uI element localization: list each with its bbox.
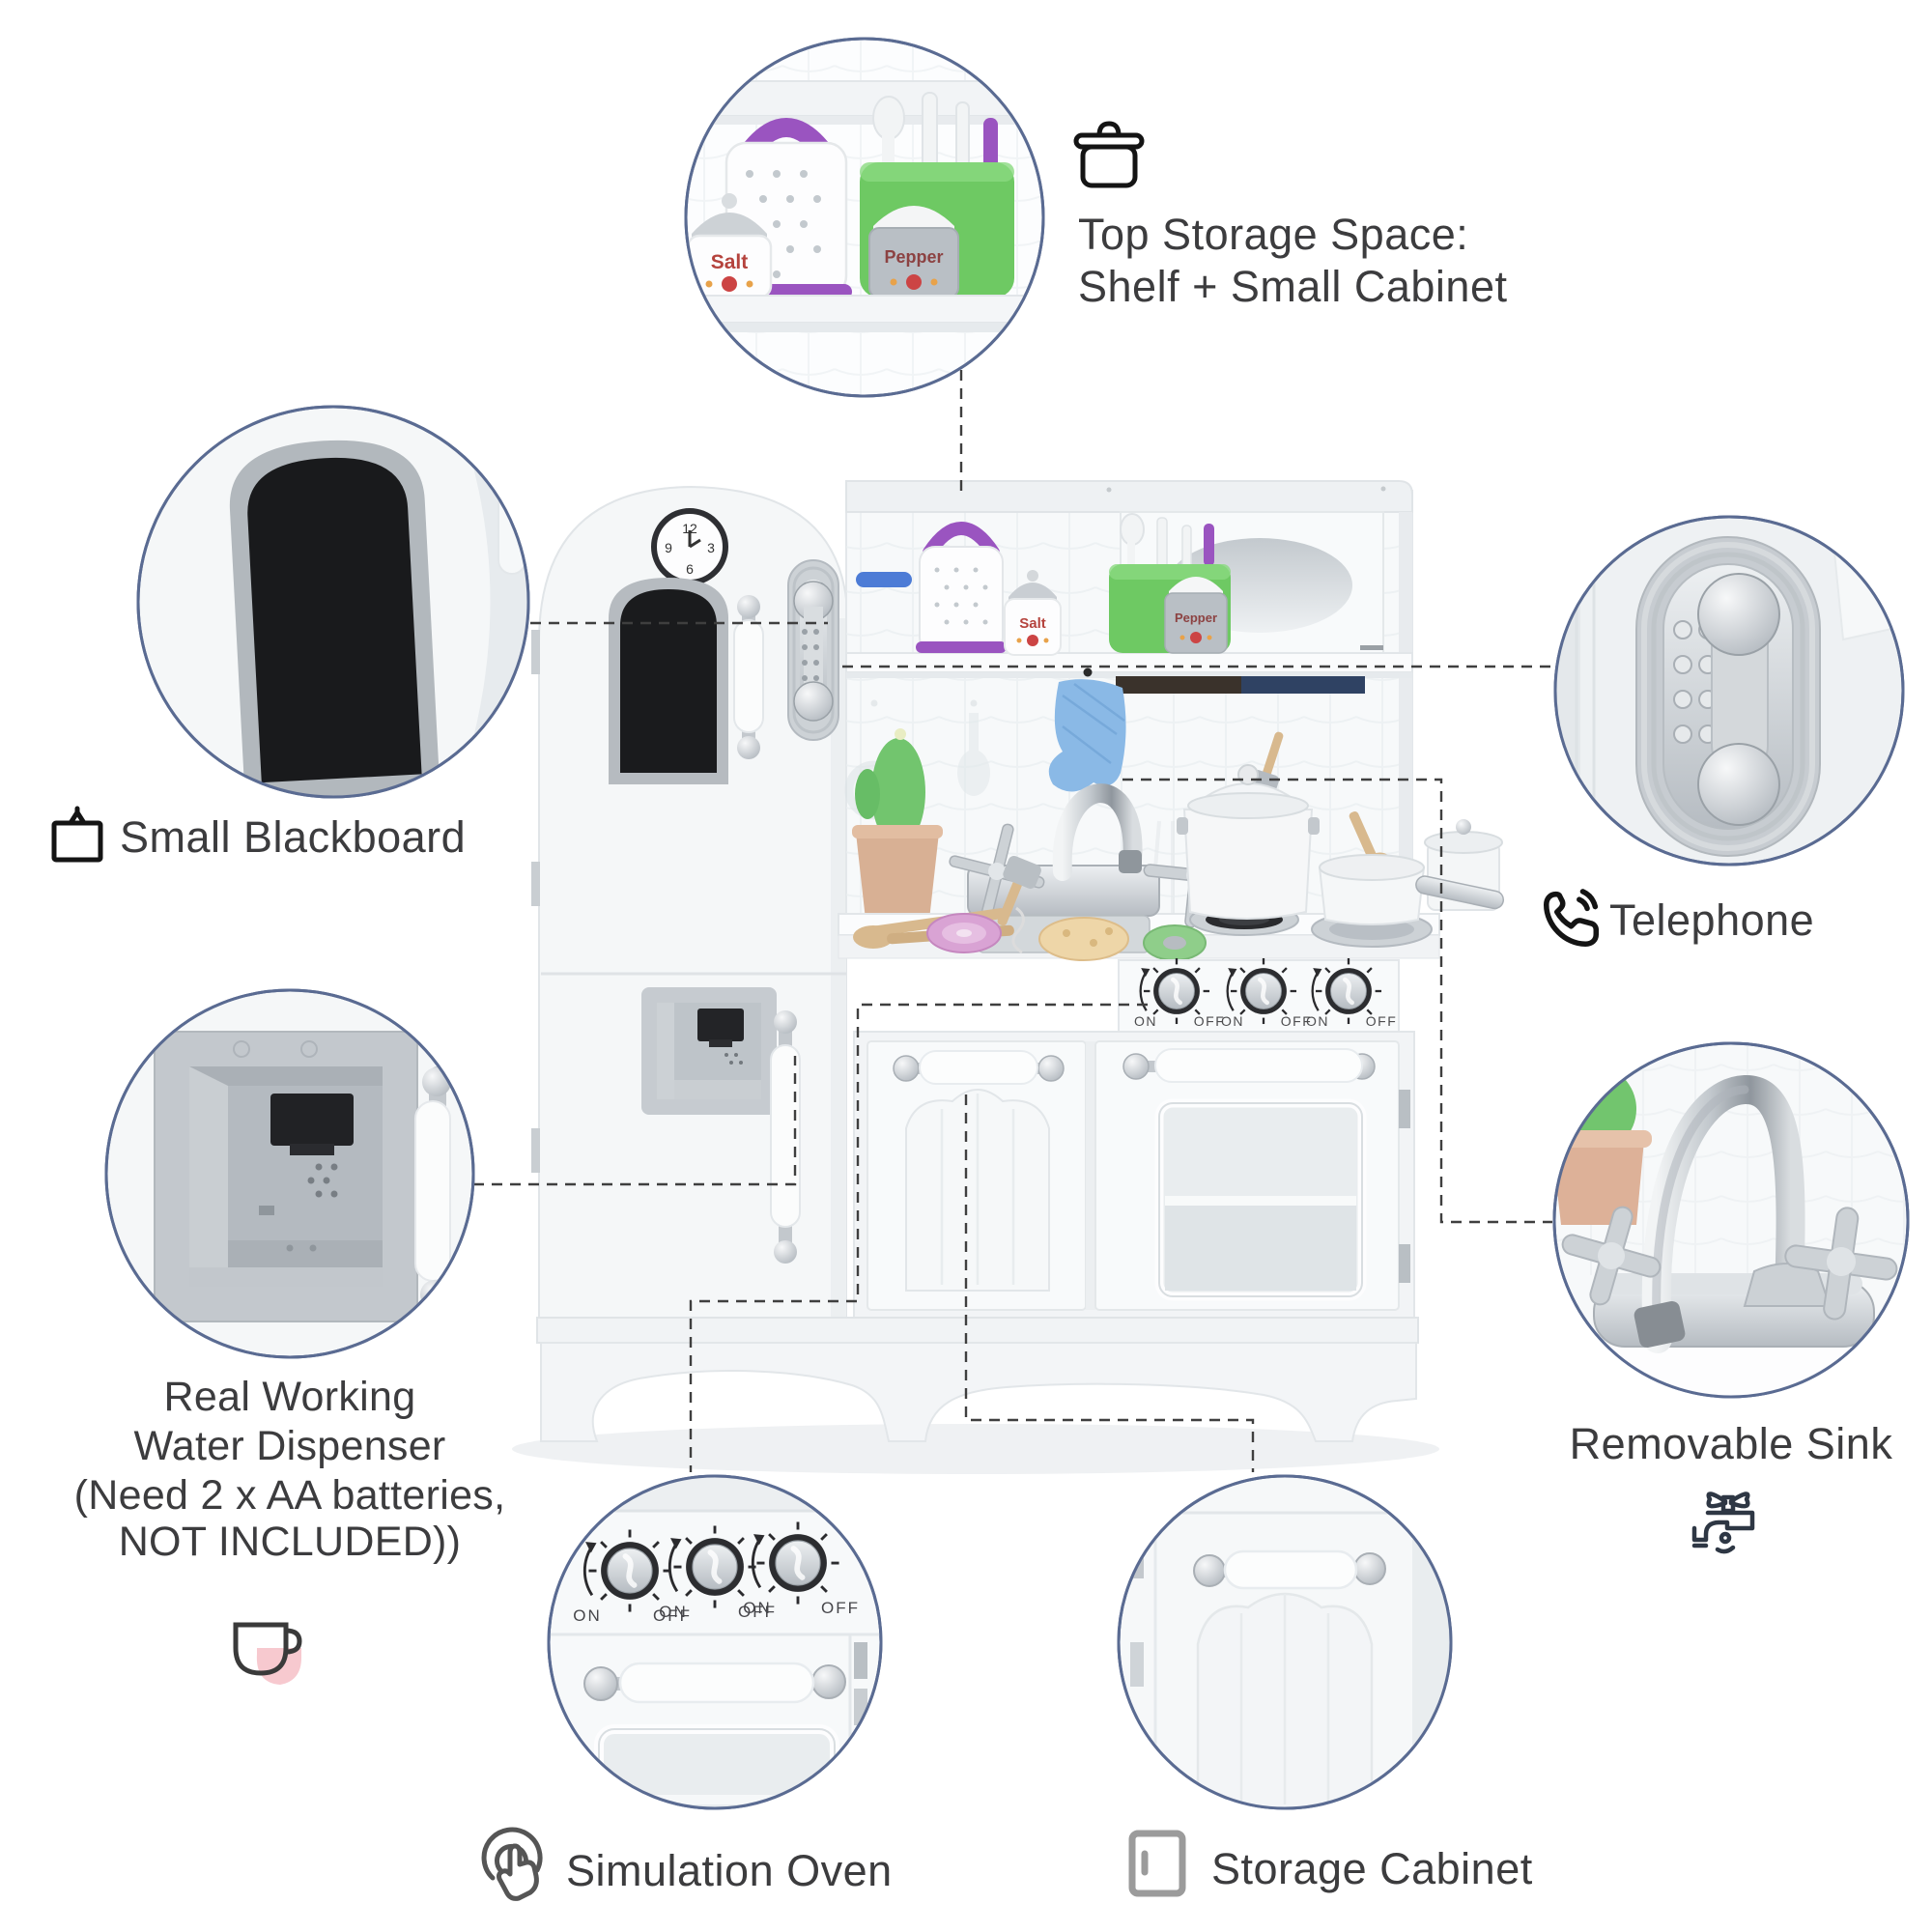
faucet-icon	[1691, 1492, 1755, 1554]
callout-circle-top-storage: Salt Pepper	[684, 37, 1045, 398]
dispenser-line1: Real Working	[164, 1374, 416, 1420]
kitchen-base	[536, 1317, 1419, 1442]
connector-sink	[1122, 778, 1552, 1224]
connector-dispenser	[473, 1056, 797, 1186]
cookie-toy	[1038, 917, 1129, 961]
water-dispenser-label-group: Real Working Water Dispenser (Need 2 x A…	[74, 1374, 506, 1685]
callout-connectors	[473, 370, 1553, 1472]
callout-circle-sink	[1552, 1041, 1910, 1399]
connector-cabinet	[964, 1094, 1255, 1472]
storage-cabinet-door	[867, 1040, 1087, 1311]
oven-door	[1094, 1040, 1410, 1311]
oven-label: Simulation Oven	[566, 1846, 893, 1895]
sink-label: Removable Sink	[1570, 1419, 1893, 1468]
touch-icon	[481, 1827, 543, 1901]
knob-on-label-zoom: ON	[743, 1599, 772, 1617]
clock-12: 12	[682, 521, 697, 536]
telephone-label-group: Telephone	[1544, 889, 1814, 947]
knob-off-label: OFF	[1194, 1013, 1226, 1029]
small-blackboard	[609, 578, 728, 784]
oven-label-group: Simulation Oven	[481, 1827, 893, 1901]
blue-bottle	[856, 572, 912, 587]
wall-slot	[1116, 676, 1241, 694]
wall-slot-blue	[1241, 676, 1365, 694]
clock-9: 9	[665, 540, 672, 555]
knob-on-label-zoom: ON	[659, 1603, 688, 1621]
shelf-items: Salt Pepper	[856, 513, 1231, 656]
salt-label: Salt	[1019, 615, 1046, 632]
hinge	[1399, 1244, 1410, 1283]
knob-off-label: OFF	[1366, 1013, 1398, 1029]
callout-circle-blackboard	[136, 405, 530, 799]
cabinet-label-group: Storage Cabinet	[1128, 1830, 1533, 1897]
counter-accessories	[853, 855, 1207, 961]
salt-label-zoom: Salt	[711, 251, 749, 273]
telephone-label: Telephone	[1609, 895, 1814, 945]
base-cabinets	[853, 1031, 1415, 1319]
sink-label-group: Removable Sink	[1570, 1419, 1893, 1554]
stove-knob-panel: ON OFF ON OFF ON OFF	[1118, 958, 1400, 1033]
top-storage-line1: Top Storage Space:	[1078, 210, 1468, 259]
knob-on-label: ON	[1306, 1013, 1329, 1029]
sink-cross-handle-right	[1784, 1207, 1898, 1321]
hinge	[531, 1128, 540, 1173]
fridge-unit: 12 3 6 9	[531, 485, 847, 1322]
cactus-planter	[852, 728, 943, 920]
pot-icon	[1073, 121, 1145, 188]
knob-off-label-zoom: OFF	[653, 1606, 692, 1625]
toy-grater	[916, 522, 1007, 654]
top-storage-line2: Shelf + Small Cabinet	[1078, 262, 1507, 311]
cabinet-label: Storage Cabinet	[1211, 1844, 1533, 1893]
play-kitchen-illustration: 12 3 6 9	[512, 480, 1505, 1474]
cabinet-door-icon	[1128, 1830, 1186, 1897]
top-storage-label-group: Top Storage Space: Shelf + Small Cabinet	[1073, 121, 1507, 311]
dispenser-line4: NOT INCLUDED))	[119, 1519, 462, 1565]
knob-on-label-zoom: ON	[573, 1606, 602, 1625]
blackboard-label: Small Blackboard	[120, 812, 466, 862]
blackboard-icon	[51, 806, 103, 863]
callout-circle-cabinet	[1117, 1474, 1453, 1810]
knob-off-label-zoom: OFF	[738, 1603, 777, 1621]
blackboard-label-group: Small Blackboard	[51, 806, 466, 863]
dispenser-line2: Water Dispenser	[133, 1423, 445, 1469]
pepper-shaker: Pepper	[1164, 577, 1228, 654]
hinge	[1399, 1090, 1410, 1128]
floor-shadow	[512, 1424, 1439, 1474]
toy-clock: 12 3 6 9	[651, 508, 728, 585]
clock-3: 3	[707, 540, 715, 555]
callout-circle-telephone	[1553, 515, 1905, 867]
water-dispenser	[641, 987, 777, 1115]
oven-mitt	[1048, 668, 1126, 792]
toy-telephone	[787, 559, 839, 741]
cooking-pot	[1177, 731, 1320, 920]
hinge	[531, 630, 540, 674]
knob-on-label: ON	[1221, 1013, 1244, 1029]
salt-shaker: Salt	[1004, 570, 1062, 656]
cup-icon	[233, 1622, 302, 1685]
knob-off-label-zoom: OFF	[821, 1599, 860, 1617]
phone-icon	[1544, 889, 1600, 947]
fridge-lower-handle	[770, 1010, 801, 1264]
sink-cross-handle-left	[1561, 1206, 1662, 1306]
connector-oven	[689, 1003, 1148, 1472]
dispenser-line3: (Need 2 x AA batteries,	[74, 1472, 506, 1519]
hinge	[531, 862, 540, 906]
pepper-label: Pepper	[1175, 611, 1217, 625]
fridge-upper-handle	[733, 595, 764, 759]
pepper-label-zoom: Pepper	[884, 247, 943, 267]
callout-circle-dispenser	[104, 988, 475, 1359]
knob-off-label: OFF	[1281, 1013, 1313, 1029]
callout-circle-oven: ON OFF ON OFF ON OFF	[547, 1474, 883, 1810]
knob-on-label: ON	[1134, 1013, 1157, 1029]
clock-6: 6	[686, 561, 694, 577]
frying-pan	[1318, 811, 1505, 925]
